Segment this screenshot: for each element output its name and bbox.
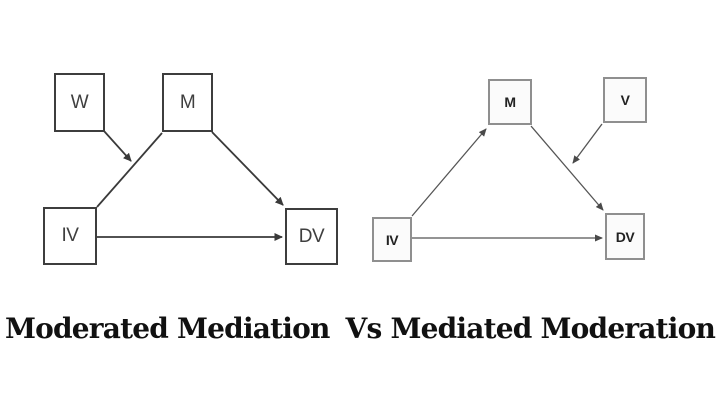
- left-node-m: M: [162, 73, 213, 132]
- left-node-iv-label: IV: [61, 225, 79, 246]
- left-node-w: W: [54, 73, 105, 132]
- right-node-v: V: [603, 77, 647, 123]
- right-node-iv-label: IV: [385, 231, 399, 248]
- left-node-m-label: M: [179, 91, 196, 113]
- right-node-v-label: V: [620, 92, 630, 108]
- right-edge-v-to-mdv-path-arrow: [572, 123, 603, 164]
- left-node-dv: DV: [285, 208, 338, 265]
- right-node-iv: IV: [372, 217, 412, 262]
- right-node-dv: DV: [605, 213, 645, 260]
- left-node-iv: IV: [43, 207, 97, 265]
- right-node-dv-label: DV: [615, 228, 635, 245]
- caption: Moderated Mediation Vs Mediated Moderati…: [0, 312, 720, 345]
- caption-separator: Vs: [345, 312, 383, 345]
- caption-right: Mediated Moderation: [390, 312, 716, 345]
- left-node-w-label: W: [70, 91, 89, 113]
- left-edge-m-to-dv-arrow: [211, 131, 284, 206]
- right-node-m: M: [488, 79, 532, 125]
- right-edge-m-to-dv-arrow: [530, 125, 604, 211]
- right-edge-iv-to-m-arrow: [411, 128, 487, 217]
- left-edge-iv-to-m: [96, 132, 163, 208]
- left-edge-w-to-ivm-path-arrow: [103, 130, 132, 162]
- left-node-dv-label: DV: [298, 225, 325, 247]
- caption-left: Moderated Mediation: [4, 312, 330, 345]
- right-node-m-label: M: [504, 94, 516, 110]
